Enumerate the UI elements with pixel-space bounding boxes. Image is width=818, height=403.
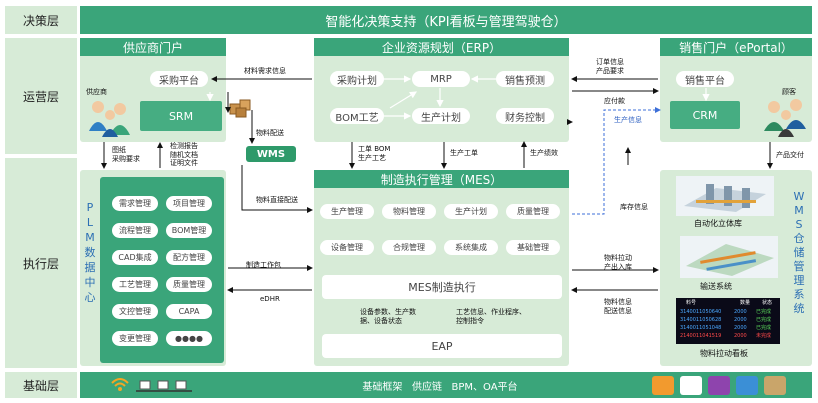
plm-item[interactable]: CAPA bbox=[166, 304, 212, 319]
layer-execution: 执行层 bbox=[5, 158, 77, 368]
board-cell: 3140011051048 bbox=[680, 325, 722, 331]
board-cell: 3140011050640 bbox=[680, 309, 722, 315]
procurement-platform-button[interactable]: 采购平台 bbox=[150, 71, 208, 87]
board-cell: 2000 bbox=[734, 317, 747, 323]
sales-forecast-button[interactable]: 销售预测 bbox=[496, 71, 554, 87]
flow-material-delivery: 物料配送 bbox=[256, 129, 284, 137]
wms-side-text: W M S 仓 储 管 理 系 统 bbox=[793, 190, 805, 315]
flow-prod-performance: 生产绩效 bbox=[530, 149, 558, 157]
cloud-icon bbox=[736, 376, 758, 395]
layer-decision: 决策层 bbox=[5, 6, 77, 34]
mes-title: 制造执行管理（MES） bbox=[314, 170, 569, 188]
plm-item[interactable]: BOM管理 bbox=[166, 223, 212, 238]
boxes-icon bbox=[229, 99, 251, 118]
flow-production-info: 生产信息 bbox=[614, 116, 642, 124]
board-cell: 3140011050628 bbox=[680, 317, 722, 323]
eap-box[interactable]: EAP bbox=[322, 334, 562, 358]
mrp-button[interactable]: MRP bbox=[412, 71, 470, 87]
board-cell: 2000 bbox=[734, 325, 747, 331]
board-cell: 数量 bbox=[740, 300, 751, 306]
mes-module-row1-1[interactable]: 物料管理 bbox=[382, 204, 436, 219]
mes-module-row2-2[interactable]: 系统集成 bbox=[444, 240, 498, 255]
customer-label: 顾客 bbox=[782, 88, 796, 96]
auto-warehouse-caption: 自动化立体库 bbox=[694, 219, 742, 228]
material-board: 料号 数量 状态 3140011050640 2000 已完成 3140011050628 2… bbox=[676, 298, 780, 344]
auto-warehouse-image bbox=[676, 176, 774, 216]
plm-item[interactable]: ●●●● bbox=[166, 331, 212, 346]
plm-item[interactable]: 变更管理 bbox=[112, 331, 158, 346]
flow-inventory-info: 库存信息 bbox=[620, 203, 648, 211]
board-cell: 已完成 bbox=[756, 325, 772, 331]
mes-module-row2-0[interactable]: 设备管理 bbox=[320, 240, 374, 255]
board-cell: 料号 bbox=[686, 300, 697, 306]
board-cell: 状态 bbox=[762, 300, 773, 306]
flow-mfg-package: 制造工作包 bbox=[246, 261, 281, 269]
supplier-label: 供应商 bbox=[86, 88, 107, 96]
flow-direct-delivery: 物料直接配送 bbox=[256, 196, 298, 204]
board-cell: 2000 bbox=[734, 333, 747, 339]
plm-item[interactable]: 配方管理 bbox=[166, 250, 212, 265]
plm-item[interactable]: 需求管理 bbox=[112, 196, 158, 211]
board-cell: 已完成 bbox=[756, 309, 772, 315]
mes-note-right: 工艺信息、作业程序、 控制指令 bbox=[456, 308, 526, 325]
mes-note-left: 设备参数、生产数 据、设备状态 bbox=[360, 308, 416, 325]
flow-product-delivery: 产品交付 bbox=[776, 151, 804, 159]
flow-material-demand: 材料需求信息 bbox=[244, 67, 286, 75]
flow-material-pull: 物料拉动 产出入库 bbox=[604, 254, 632, 271]
customer-people-icon bbox=[764, 99, 806, 137]
flow-drawings: 图纸 采购要求 bbox=[112, 146, 140, 163]
base-bar-text: 基础框架 供应链 BPM、OA平台 bbox=[362, 381, 518, 393]
mes-module-row2-1[interactable]: 合规管理 bbox=[382, 240, 436, 255]
mes-execution-box[interactable]: MES制造执行 bbox=[322, 275, 562, 299]
material-board-caption: 物料拉动看板 bbox=[700, 349, 748, 358]
decision-banner: 智能化决策支持（KPI看板与管理驾驶仓） bbox=[80, 6, 812, 34]
mes-module-row1-2[interactable]: 生产计划 bbox=[444, 204, 498, 219]
srm-box[interactable]: SRM bbox=[140, 101, 222, 131]
supplier-portal-title: 供应商门户 bbox=[80, 38, 226, 56]
plm-side-text: P L M 数 据 中 心 bbox=[84, 201, 96, 304]
plm-item[interactable]: CAD集成 bbox=[112, 250, 158, 265]
flow-edhr: eDHR bbox=[260, 295, 280, 303]
finance-control-button[interactable]: 财务控制 bbox=[496, 108, 554, 124]
board-cell: 已完成 bbox=[756, 317, 772, 323]
supplier-people-icon bbox=[89, 101, 130, 137]
plm-item[interactable]: 流程管理 bbox=[112, 223, 158, 238]
board-cell: 2140011041519 bbox=[680, 333, 722, 339]
plm-item[interactable]: 文控管理 bbox=[112, 304, 158, 319]
person-walk-icon bbox=[680, 376, 702, 395]
bom-process-button[interactable]: BOM工艺 bbox=[330, 108, 384, 124]
flow-prod-work-order: 生产工单 bbox=[450, 149, 478, 157]
purchase-plan-button[interactable]: 采购计划 bbox=[330, 71, 384, 87]
blockchain-icon bbox=[764, 376, 786, 395]
flow-receivables: 应付款 bbox=[604, 97, 625, 105]
conveyor-image bbox=[680, 236, 778, 278]
brain-icon bbox=[652, 376, 674, 395]
flow-order-info: 订单信息 产品要求 bbox=[596, 58, 624, 75]
mes-module-row2-3[interactable]: 基础管理 bbox=[506, 240, 560, 255]
sales-portal-title: 销售门户（ePortal） bbox=[660, 38, 812, 56]
mes-panel bbox=[314, 170, 569, 366]
network-icon bbox=[111, 378, 192, 392]
flow-inspection: 检测报告 随机文档 证明文件 bbox=[170, 142, 198, 167]
wms-badge[interactable]: WMS bbox=[246, 146, 296, 162]
workflow-icon bbox=[708, 376, 730, 395]
sales-platform-button[interactable]: 销售平台 bbox=[676, 71, 734, 87]
board-cell: 2000 bbox=[734, 309, 747, 315]
plm-item[interactable]: 项目管理 bbox=[166, 196, 212, 211]
production-plan-button[interactable]: 生产计划 bbox=[412, 108, 470, 124]
conveyor-caption: 输送系统 bbox=[700, 282, 732, 291]
plm-item[interactable]: 质量管理 bbox=[166, 277, 212, 292]
crm-box[interactable]: CRM bbox=[670, 101, 740, 129]
flow-work-order-bom: 工单 BOM 生产工艺 bbox=[358, 145, 391, 162]
board-cell: 未完成 bbox=[756, 333, 772, 339]
layer-base: 基础层 bbox=[5, 372, 77, 398]
flow-material-info: 物料信息 配送信息 bbox=[604, 298, 632, 315]
erp-title: 企业资源规划（ERP） bbox=[314, 38, 569, 56]
mes-module-row1-0[interactable]: 生产管理 bbox=[320, 204, 374, 219]
plm-item[interactable]: 工艺管理 bbox=[112, 277, 158, 292]
mes-module-row1-3[interactable]: 质量管理 bbox=[506, 204, 560, 219]
layer-operation: 运营层 bbox=[5, 38, 77, 154]
